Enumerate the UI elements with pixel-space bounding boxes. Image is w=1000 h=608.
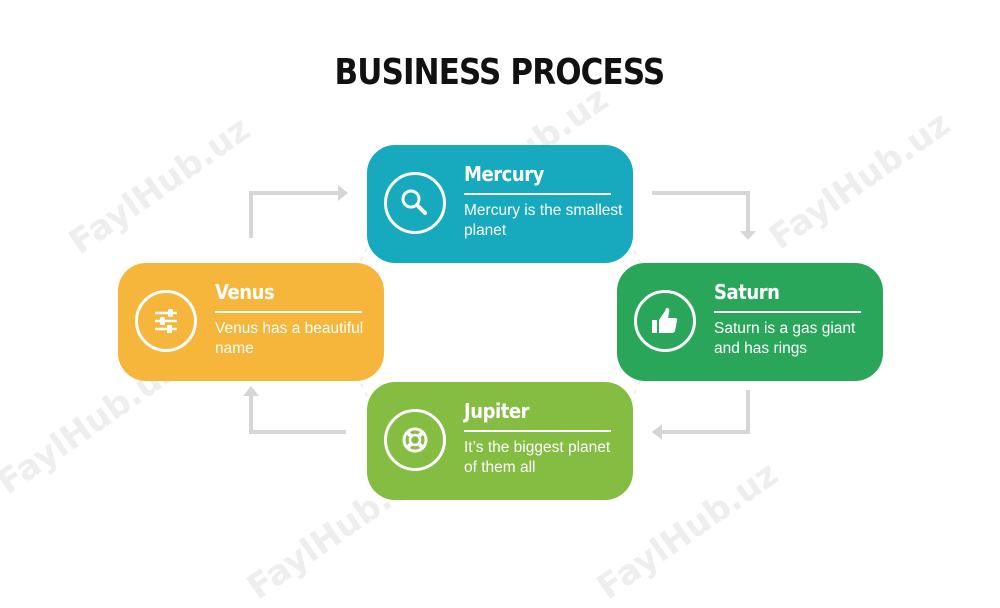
connector-saturn-to-jupiter (660, 390, 750, 434)
card-divider (464, 430, 611, 432)
sliders-icon (155, 309, 177, 333)
connector-jupiter-to-venus (249, 394, 346, 434)
card-divider (464, 193, 611, 195)
page-title: BUSINESS PROCESS (334, 52, 666, 93)
card-description: Mercury is the smallest planet (464, 202, 623, 239)
card-description: Venus has a beautiful name (215, 320, 364, 357)
connector-mercury-to-saturn (652, 191, 750, 233)
card-description: It’s the biggest planet of them all (464, 439, 611, 476)
card-divider (714, 311, 861, 313)
process-card-mercury: Mercury Mercury is the smallest planet (367, 145, 633, 263)
arrowhead-down-icon (740, 231, 756, 240)
process-card-saturn: Saturn Saturn is a gas giant and has rin… (617, 263, 883, 381)
card-title: Venus (215, 280, 275, 304)
connector-venus-to-mercury (249, 191, 340, 238)
lifebuoy-icon (402, 427, 428, 453)
process-card-jupiter: Jupiter It’s the biggest planet of them … (367, 382, 633, 500)
icon-ring (384, 409, 446, 471)
icon-ring (135, 290, 197, 352)
arrowhead-left-icon (652, 424, 662, 440)
card-title: Mercury (464, 162, 544, 186)
icon-ring (634, 290, 696, 352)
process-card-venus: Venus Venus has a beautiful name (118, 263, 384, 381)
card-title: Saturn (714, 280, 780, 304)
card-description: Saturn is a gas giant and has rings (714, 320, 856, 357)
thumbs-up-icon (652, 307, 678, 333)
icon-ring (384, 172, 446, 234)
card-divider (215, 311, 362, 313)
arrowhead-up-icon (243, 386, 259, 396)
card-title: Jupiter (464, 399, 530, 423)
arrowhead-right-icon (338, 185, 348, 201)
magnifier-icon (401, 189, 427, 215)
